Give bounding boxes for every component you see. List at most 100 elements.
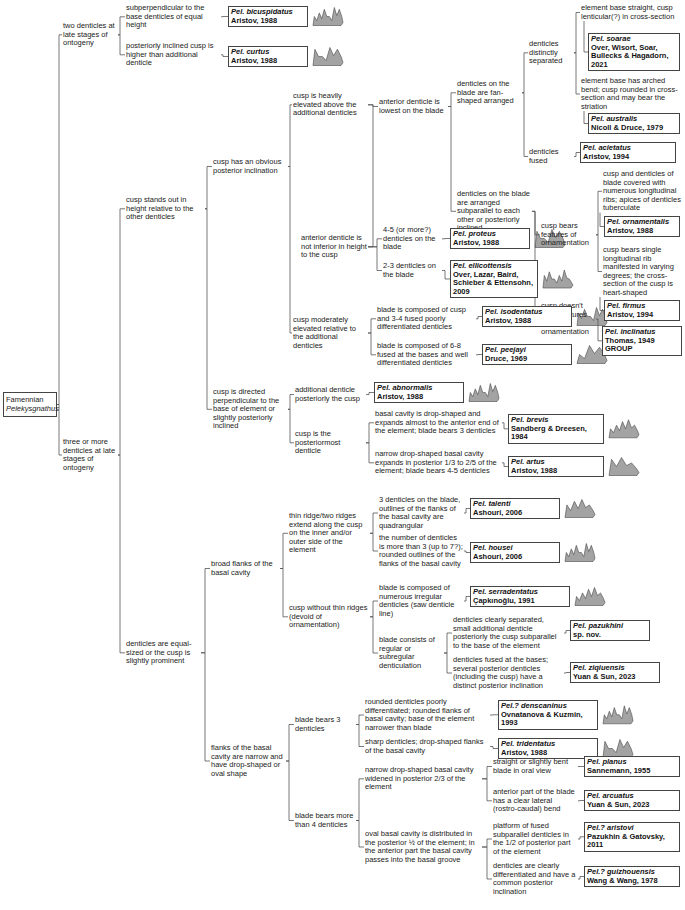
- connector: [596, 191, 602, 235]
- key-text: blade bears 3 denticles: [295, 716, 355, 733]
- key-text: 3 denticles on the blade, outlines of th…: [379, 496, 463, 530]
- connector: [482, 779, 492, 801]
- species-box: Pel. talentiAshouri, 2006: [470, 498, 560, 519]
- connector: [288, 105, 292, 167]
- key-couplet-text: 4-5 (or more?) denticles on the blade: [382, 226, 442, 252]
- connector: [366, 443, 374, 463]
- taxon-name: Pel. pazukhini: [573, 622, 647, 631]
- key-couplet-text: blade is composed of cusp and 3-4 fused …: [376, 306, 476, 332]
- conodont-sketch: [469, 384, 499, 402]
- taxon-name: Pel. ellicottensis: [453, 262, 535, 271]
- taxon-author: Çapkınoğlu, 1991: [473, 597, 567, 606]
- connector: [356, 725, 364, 747]
- key-text: anterior denticle is lowest on the blade: [379, 98, 447, 115]
- connector: [356, 821, 364, 848]
- key-text: 4-5 (or more?) denticles on the blade: [383, 226, 441, 252]
- connector: [366, 393, 374, 395]
- key-text: cusp bears features of ornamentation: [541, 222, 595, 248]
- taxon-name: Pel. acietatus: [583, 144, 673, 153]
- conodont-sketch: [609, 458, 639, 476]
- key-text: cusp moderately elevated relative to the…: [293, 316, 367, 350]
- key-couplet-text: cusp is directed perpendicular to the ba…: [212, 388, 288, 431]
- connector: [482, 839, 492, 847]
- conodont-sketch: [565, 544, 595, 562]
- connector: [356, 715, 364, 725]
- key-text: additional denticle posteriorly the cusp: [295, 386, 365, 403]
- taxon-author: Sandberg & Dreesen, 1984: [511, 425, 601, 442]
- taxon-name: Famennian: [6, 396, 54, 405]
- key-couplet-text: blade bears 3 denticles: [294, 716, 356, 733]
- taxon-name: Pel. curtus: [231, 48, 305, 57]
- key-couplet-text: broad flanks of the basal cavity: [210, 560, 280, 577]
- conodont-sketch: [565, 500, 595, 518]
- species-box: Pel. ornamentalisAristov, 1988: [604, 216, 680, 237]
- key-text: basal cavity is drop-shaped and expands …: [375, 410, 501, 436]
- key-text: denticles fused at the bases; several po…: [453, 656, 563, 690]
- key-couplet-text: cusp and denticles of blade covered with…: [602, 170, 682, 213]
- key-couplet-text: subperpendicular to the base denticles o…: [125, 4, 221, 30]
- key-text: denticles are equal-sized or the cusp is…: [126, 640, 200, 666]
- key-text: blade is composed of numerous irregular …: [379, 584, 463, 618]
- connector: [288, 395, 294, 410]
- key-text: posteriorly inclined cusp is higher than…: [126, 42, 220, 68]
- connector: [444, 633, 452, 653]
- connectors: [57, 13, 604, 880]
- taxon-author: Aristov, 1988: [231, 17, 305, 26]
- key-text: narrow drop-shaped basal cavity widened …: [365, 766, 481, 792]
- taxon-name: Pel. ziqiuensis: [573, 664, 657, 673]
- key-text: rounded denticles poorly differentiated;…: [365, 698, 489, 732]
- connector: [280, 533, 288, 568]
- taxon-name: Pel. talenti: [473, 500, 557, 509]
- taxon-name: Pel. tridentatus: [501, 740, 595, 749]
- connector: [286, 725, 294, 762]
- key-couplet-text: denticles on the blade are fan-shaped ar…: [456, 80, 522, 106]
- key-couplet-text: cusp stands out in height relative to th…: [125, 196, 205, 222]
- taxon-author: Ashouri, 2006: [473, 553, 557, 562]
- taxon-author: Aristov, 1988: [231, 57, 305, 66]
- species-box: Pel. pazukhinisp. nov.: [570, 620, 650, 641]
- key-couplet-text: anterior denticle is not inferior in hei…: [300, 234, 368, 260]
- connector: [574, 13, 580, 53]
- key-text: denticles are clearly differentiated and…: [493, 862, 577, 896]
- key-text: cusp without thin ridges (devoid of orna…: [289, 604, 369, 630]
- key-text: two denticles at late stages of ontogeny: [63, 22, 117, 48]
- key-text: denticles distinctly separated: [529, 40, 573, 66]
- species-box: Pel.? guizhouensisWang & Wang, 1978: [584, 866, 680, 887]
- taxon-author: Aristov, 1988: [485, 317, 569, 326]
- connector: [57, 35, 62, 405]
- species-box: Pel.? denscaninusOvnatanova & Kuzmin, 19…: [498, 700, 598, 730]
- taxon-author: Ashouri, 2006: [473, 509, 557, 518]
- taxon-author: Druce, 1969: [485, 355, 569, 364]
- taxon-name: Pel.? guizhouensis: [587, 868, 677, 877]
- key-text: cusp is directed perpendicular to the ba…: [213, 388, 287, 431]
- key-text: cusp is heavily elevated above the addit…: [293, 92, 367, 118]
- taxon-author: sp. nov.: [573, 631, 647, 640]
- key-text: 2-3 denticles on the blade: [383, 262, 441, 279]
- conodont-sketch: [603, 740, 633, 758]
- species-box: Pel.? aristoviPazukhin & Gatovsky, 2011: [584, 822, 680, 852]
- taxon-name: Pel. arcuatus: [587, 792, 677, 801]
- taxon-author: Aristov, 1988: [511, 467, 601, 476]
- connector: [368, 319, 376, 333]
- key-text: sharp denticles; drop-shaped flanks of t…: [365, 738, 489, 755]
- connector: [356, 779, 364, 821]
- connector: [368, 239, 382, 247]
- key-text: platform of fused subparallel denticles …: [493, 822, 577, 856]
- species-box: Pel. arcuatusYuan & Sun, 2023: [584, 790, 680, 811]
- connector: [366, 423, 374, 443]
- key-couplet-text: basal cavity is drop-shaped and expands …: [374, 410, 502, 436]
- key-text: blade bears more than 4 denticles: [295, 812, 355, 829]
- key-couplet-text: thin ridge/two ridges extend along the c…: [288, 512, 370, 555]
- connector: [532, 211, 540, 235]
- key-couplet-text: anterior denticle is lowest on the blade: [378, 98, 448, 115]
- key-couplet-text: platform of fused subparallel denticles …: [492, 822, 578, 856]
- key-text: broad flanks of the basal cavity: [211, 560, 279, 577]
- connector: [118, 455, 125, 653]
- key-text: oval basal cavity is distributed in the …: [365, 830, 481, 864]
- key-text: blade consists of regular or subregular …: [379, 636, 443, 670]
- taxon-author: Aristov, 1988: [453, 239, 527, 248]
- key-text: blade is composed of cusp and 3-4 fused …: [377, 306, 475, 332]
- connector: [221, 16, 228, 17]
